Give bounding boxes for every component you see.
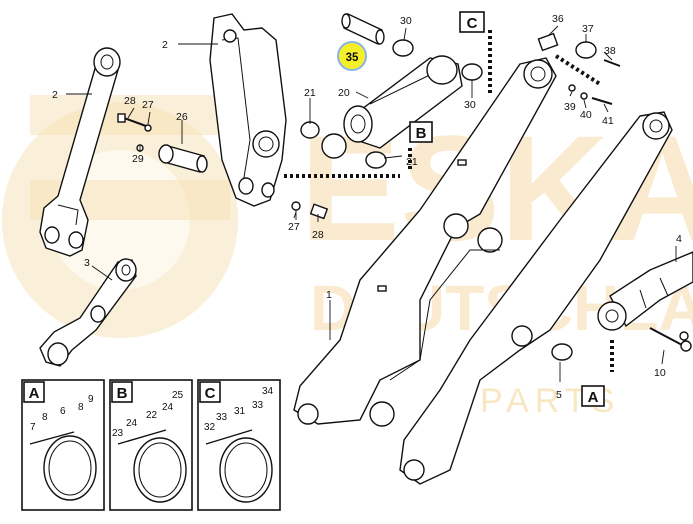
bolt-10 (649, 327, 692, 352)
detail-box-C: C 32 33 31 33 34 (197, 379, 281, 511)
callout-27-lower: 27 (288, 221, 300, 233)
detail-A-n3: 6 (60, 406, 66, 417)
section-A-text: A (588, 389, 599, 406)
dashed-guides (284, 30, 614, 372)
callout-21-lower: 21 (406, 156, 418, 168)
cylinder-20 (321, 55, 463, 159)
highlight-35[interactable]: 35 (337, 41, 367, 71)
callout-4: 4 (676, 233, 682, 245)
lift-arm-1 (293, 57, 557, 425)
detail-C-n3: 31 (234, 406, 246, 417)
detail-A-n4: 8 (78, 402, 84, 413)
callout-10: 10 (654, 367, 666, 379)
pin-35 (341, 13, 385, 45)
section-label-C[interactable]: C (459, 11, 485, 33)
rings (300, 39, 573, 361)
callout-37: 37 (582, 23, 594, 35)
detail-box-B: B 23 24 22 24 25 (109, 379, 193, 511)
pin-26 (158, 144, 208, 173)
detail-A-n2: 8 (42, 412, 48, 423)
detail-C-n5: 34 (262, 386, 274, 397)
callout-28-upper: 28 (124, 95, 136, 107)
section-label-B[interactable]: B (409, 121, 433, 143)
callout-26: 26 (176, 111, 188, 123)
bell-crank (209, 13, 287, 207)
callout-3: 3 (84, 257, 90, 269)
detail-B-letter: B (117, 385, 128, 402)
lift-arm-2 (369, 111, 673, 485)
bolt-27-28-lower (291, 201, 329, 220)
detail-B-n5: 25 (172, 390, 184, 401)
callout-numbers: 2 2 3 26 28 27 29 27 28 21 21 20 30 30 3… (52, 13, 682, 401)
callout-30-upper: 30 (400, 15, 412, 27)
callout-38: 38 (604, 45, 616, 57)
callout-39: 39 (564, 101, 576, 113)
section-C-text: C (467, 15, 478, 32)
callout-29: 29 (132, 153, 144, 165)
detail-B-n2: 24 (126, 418, 138, 429)
section-B-text: B (416, 125, 427, 142)
callout-2-top: 2 (162, 39, 168, 51)
detail-C-n2: 33 (216, 412, 228, 423)
callout-27-upper: 27 (142, 99, 154, 111)
callout-2-left: 2 (52, 89, 58, 101)
leader-lines (66, 25, 677, 382)
section-label-A[interactable]: A (581, 385, 605, 407)
detail-A-n5: 9 (88, 394, 94, 405)
bolt-28-left (117, 113, 152, 152)
detail-C-n4: 33 (252, 400, 264, 411)
callout-1: 1 (326, 289, 332, 301)
callout-30-lower: 30 (464, 99, 476, 111)
detail-A-n1: 7 (30, 422, 36, 433)
highlight-label: 35 (346, 52, 359, 64)
detail-C-n1: 32 (204, 422, 216, 433)
detail-A-letter: A (29, 385, 40, 402)
link-3 (39, 258, 137, 367)
detail-B-n4: 24 (162, 402, 174, 413)
detail-B-n3: 22 (146, 410, 158, 421)
callout-36: 36 (552, 13, 564, 25)
callout-40: 40 (580, 109, 592, 121)
detail-C-letter: C (205, 385, 216, 402)
callout-5: 5 (556, 389, 562, 401)
callout-28-lower: 28 (312, 229, 324, 241)
cylinder-4 (597, 251, 693, 331)
callout-21-upper: 21 (304, 87, 316, 99)
link-arm-left (39, 47, 121, 257)
callout-20: 20 (338, 87, 350, 99)
detail-B-n1: 23 (112, 428, 124, 439)
callout-41: 41 (602, 115, 614, 127)
detail-box-A: A 7 8 6 8 9 (21, 379, 105, 511)
parts-36-41 (537, 32, 621, 105)
